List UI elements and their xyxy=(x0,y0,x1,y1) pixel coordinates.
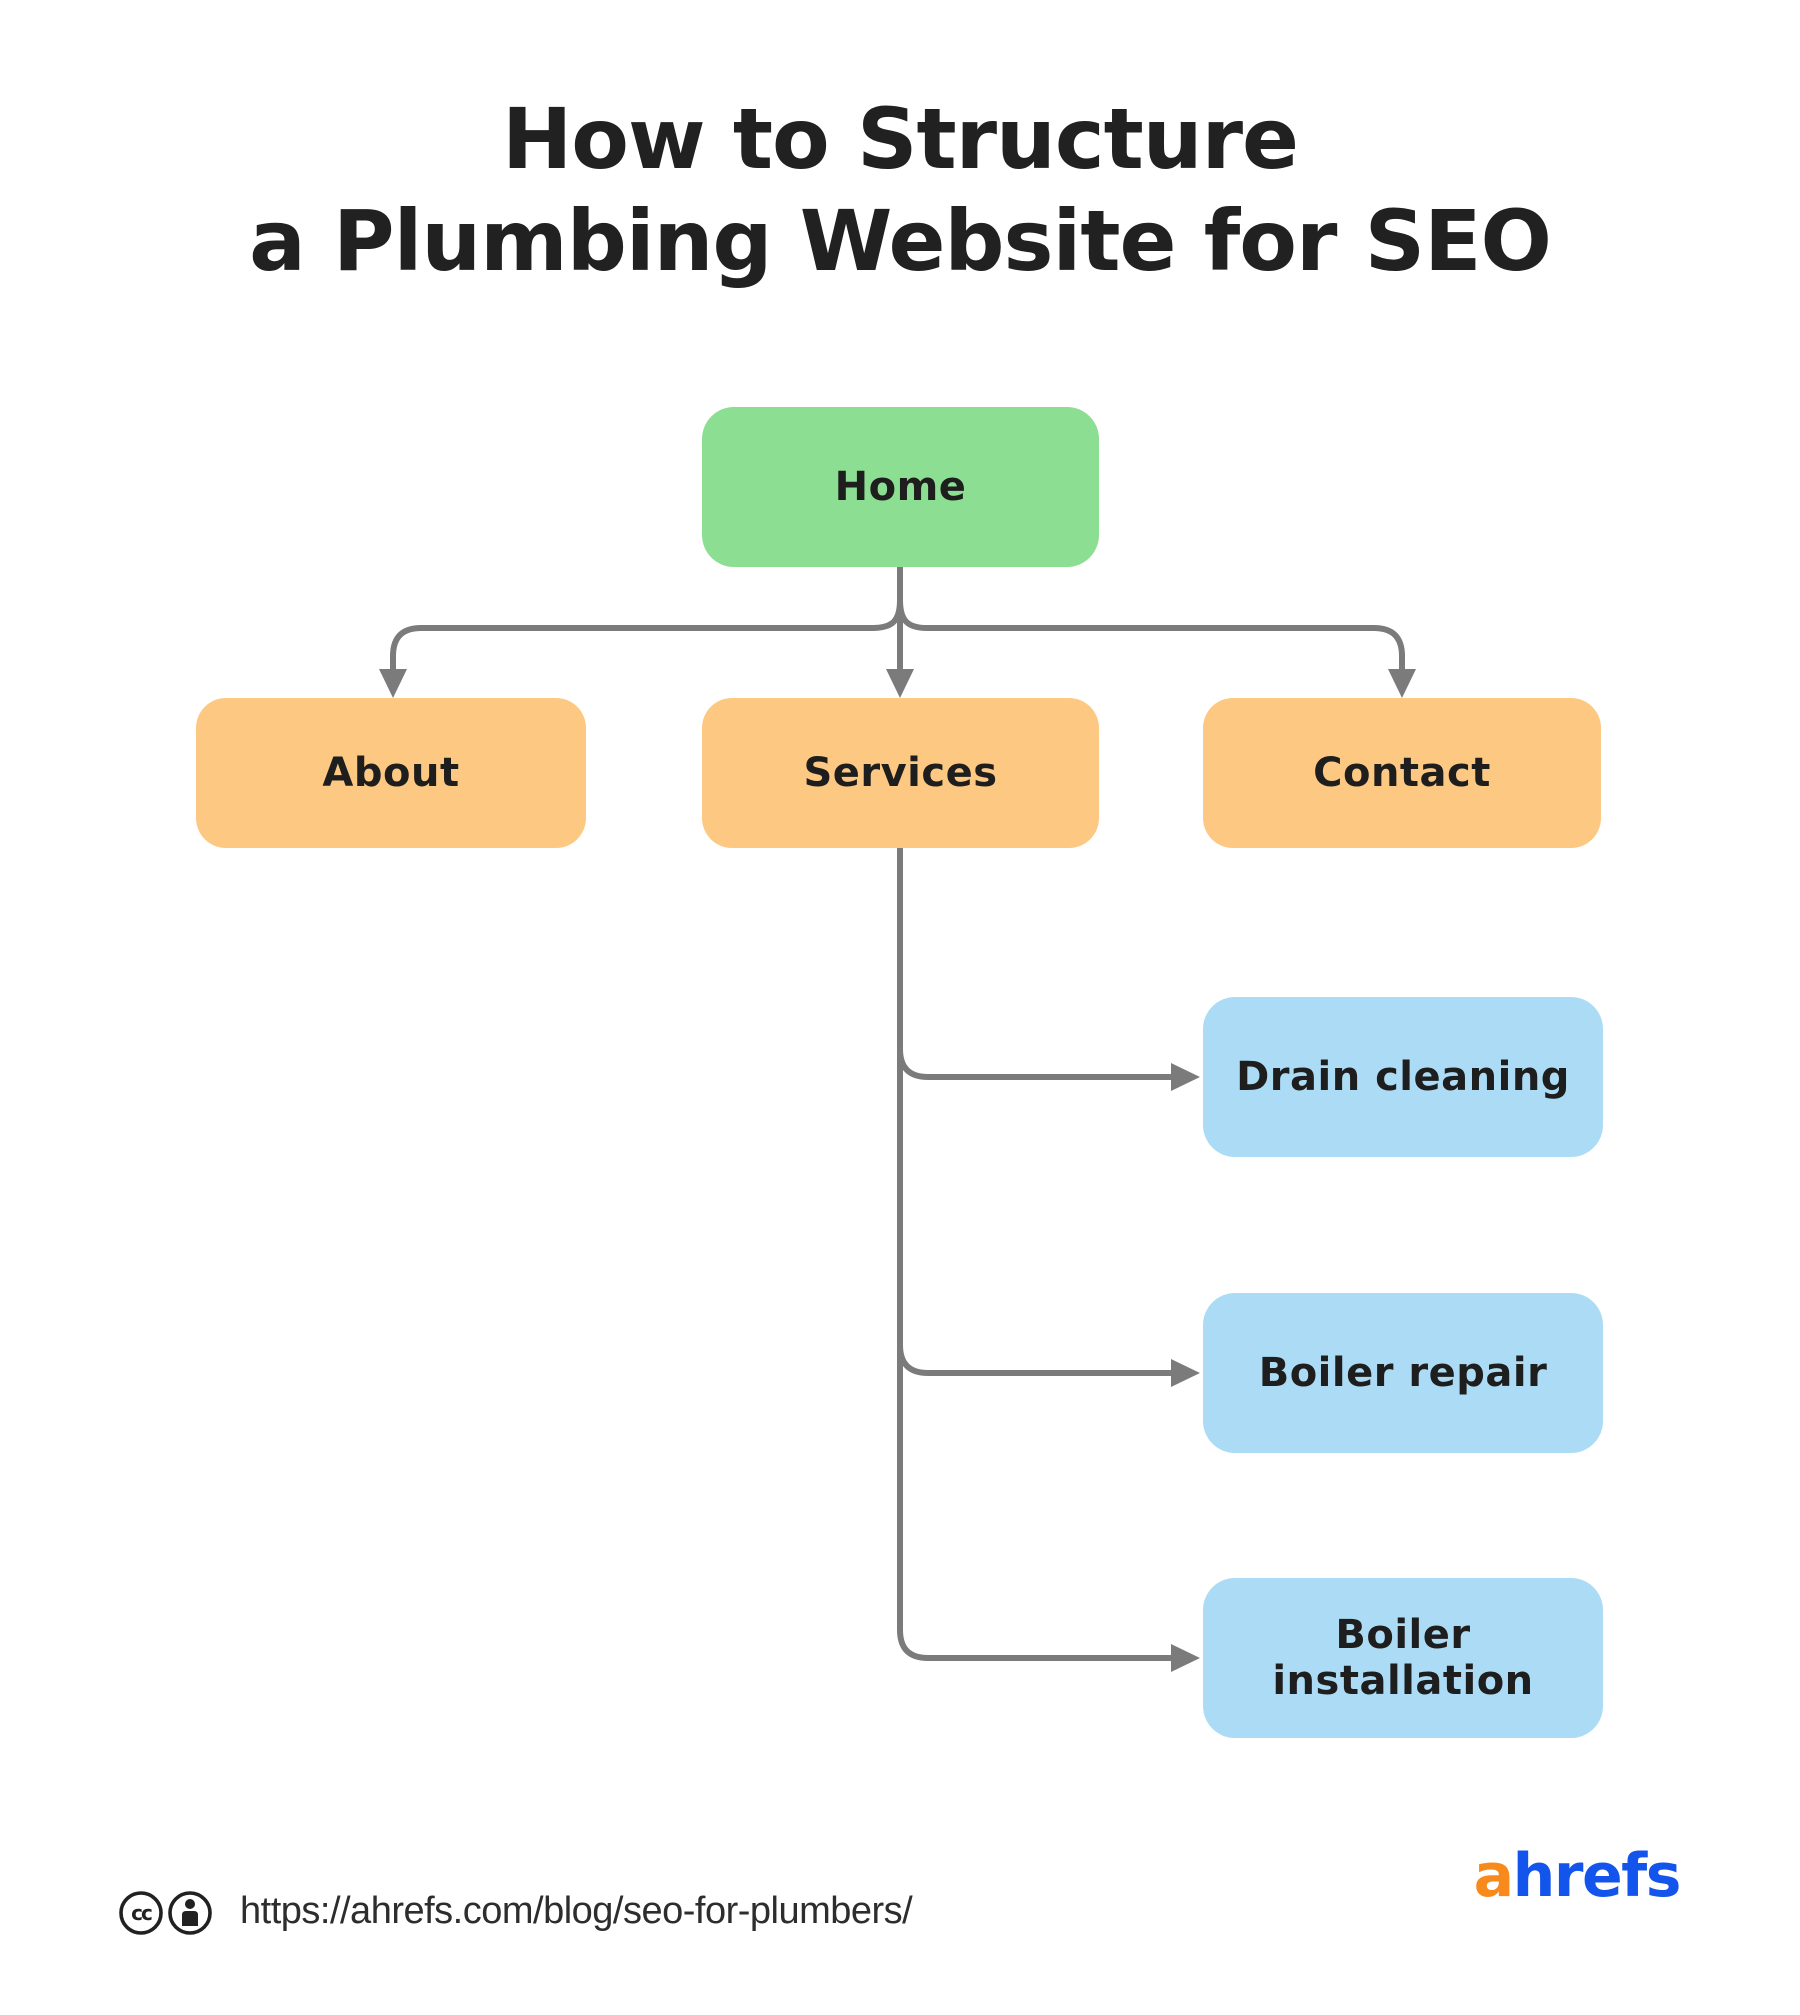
ahrefs-logo: ahrefs xyxy=(1474,1846,1682,1906)
cc-icon: cc xyxy=(119,1891,163,1935)
node-home: Home xyxy=(702,407,1099,567)
node-boiler-repair: Boiler repair xyxy=(1203,1293,1603,1453)
cc-icon-letters: cc xyxy=(131,1901,152,1925)
edge-services-boiler-repair xyxy=(897,1344,1171,1376)
node-boiler-installation-label: Boiler installation xyxy=(1272,1612,1534,1704)
edge-services-boiler-installation xyxy=(897,848,1171,1661)
arrowhead-about xyxy=(379,669,407,698)
node-boiler-installation: Boiler installation xyxy=(1203,1578,1603,1738)
arrowhead-boiler-repair xyxy=(1171,1359,1200,1387)
page-title-line-2: a Plumbing Website for SEO xyxy=(249,192,1552,291)
node-contact: Contact xyxy=(1203,698,1601,848)
edge-home-contact xyxy=(897,567,1405,669)
arrowhead-services xyxy=(886,669,914,698)
node-services-label: Services xyxy=(803,750,998,796)
node-home-label: Home xyxy=(834,464,967,510)
node-about-label: About xyxy=(322,750,460,796)
cc-license-icons: cc xyxy=(119,1891,212,1935)
edge-services-drain-cleaning xyxy=(897,1048,1171,1080)
page-title-line-1: How to Structure xyxy=(502,90,1299,188)
page-title: How to Structure a Plumbing Website for … xyxy=(0,88,1800,293)
node-services: Services xyxy=(702,698,1099,848)
node-about: About xyxy=(196,698,586,848)
node-drain-cleaning-label: Drain cleaning xyxy=(1236,1054,1570,1100)
edge-home-about xyxy=(390,567,903,669)
node-contact-label: Contact xyxy=(1313,750,1491,796)
node-boiler-repair-label: Boiler repair xyxy=(1258,1350,1548,1396)
ahrefs-logo-hrefs: hrefs xyxy=(1512,1841,1682,1911)
ahrefs-logo-a: a xyxy=(1473,1841,1515,1911)
node-drain-cleaning: Drain cleaning xyxy=(1203,997,1603,1157)
arrowhead-boiler-installation xyxy=(1171,1644,1200,1672)
arrowhead-contact xyxy=(1388,669,1416,698)
attribution-person-icon xyxy=(168,1891,212,1935)
arrowhead-drain-cleaning xyxy=(1171,1063,1200,1091)
source-url: https://ahrefs.com/blog/seo-for-plumbers… xyxy=(240,1890,913,1932)
